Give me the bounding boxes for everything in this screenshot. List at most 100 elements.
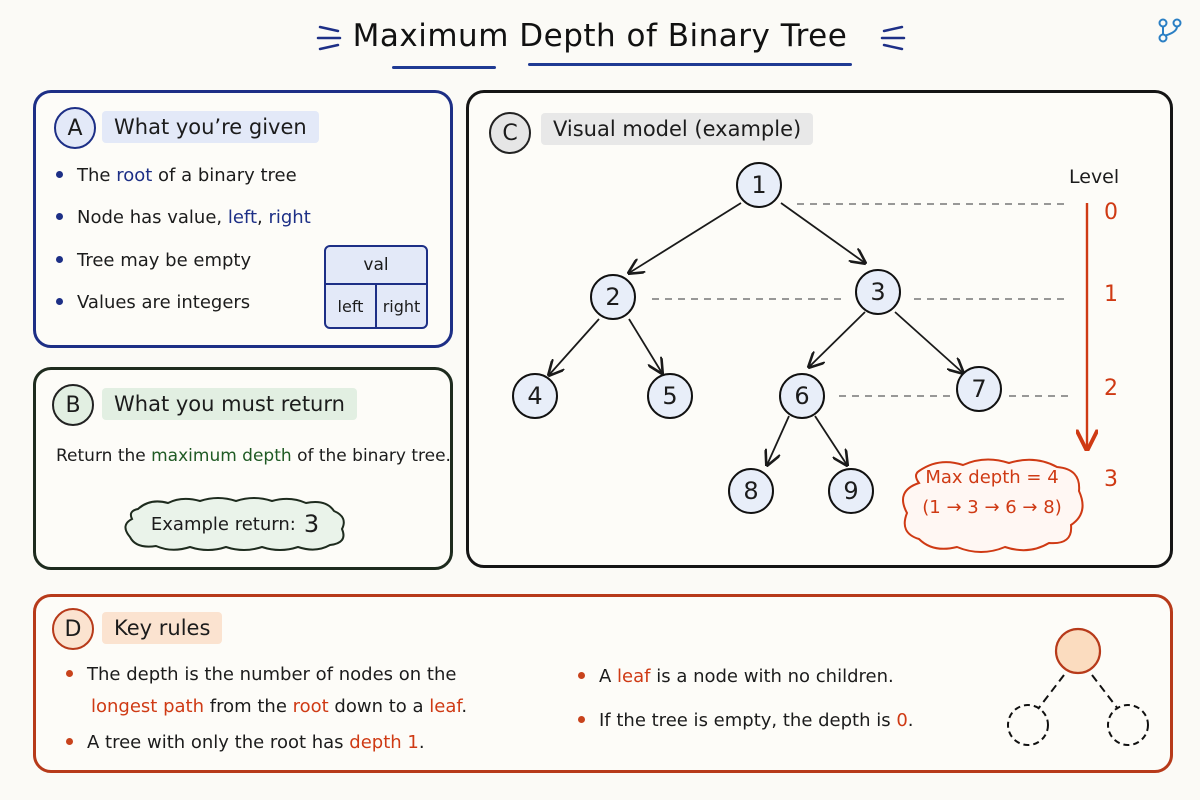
badge-b: B: [52, 384, 94, 426]
rule-leaf-definition: A leaf is a node with no children.: [578, 661, 894, 693]
level-label-2: 2: [1104, 376, 1118, 401]
panel-b-heading: What you must return: [102, 388, 357, 420]
bullet-dot: [56, 170, 63, 178]
given-item-root: The root of a binary tree: [56, 165, 297, 186]
keyword-longest-path: longest path: [91, 696, 205, 717]
max-depth-cloud-shape: [902, 458, 1084, 553]
node-val-cell: val: [326, 247, 426, 285]
text: A: [599, 666, 618, 687]
text: If the tree is empty, the depth is: [599, 710, 897, 731]
max-depth-path: (1 → 3 → 6 → 8): [922, 497, 1062, 518]
badge-c: C: [489, 112, 531, 154]
panel-a-heading: What you’re given: [102, 111, 319, 143]
tree-node-5: [647, 373, 693, 419]
text: is a node with no children.: [650, 666, 894, 687]
binary-tree-diagram: [512, 162, 1170, 553]
node-label-3: 3: [870, 278, 886, 306]
text: Node has value,: [77, 207, 228, 228]
keyword-zero: 0: [896, 710, 908, 731]
page-title: Maximum Depth of Binary Tree: [352, 18, 848, 54]
node-structure-diagram: val left right: [324, 245, 428, 329]
node-label-2: 2: [605, 283, 621, 311]
emphasis-marks-right-icon: [880, 25, 906, 51]
tree-node-6: [779, 373, 825, 419]
level-label-1: 1: [1104, 282, 1118, 307]
bullet-dot: [578, 715, 585, 723]
bullet-dot: [56, 297, 63, 305]
max-depth-note: Max depth = 4 (1 → 3 → 6 → 8): [897, 463, 1087, 547]
node-label-5: 5: [662, 382, 678, 410]
tree-nodes: [512, 162, 1002, 514]
tree-node-2: [590, 274, 636, 320]
text: from the: [204, 696, 293, 717]
bullet-dot: [66, 737, 73, 745]
text: Return the: [56, 446, 152, 466]
panel-c-heading: Visual model (example): [541, 113, 814, 145]
level-guide-lines: [652, 203, 1069, 397]
text: ,: [257, 207, 269, 228]
level-label-0: 0: [1104, 200, 1118, 225]
node-label-4: 4: [527, 382, 543, 410]
git-branch-icon[interactable]: [1156, 16, 1184, 44]
node-label-1: 1: [751, 171, 767, 199]
panel-visual-model: C Visual model (example): [466, 90, 1173, 568]
title-wrap: Maximum Depth of Binary Tree: [0, 18, 1200, 54]
text: .: [907, 710, 914, 731]
badge-a: A: [54, 107, 96, 149]
keyword-maximum-depth: maximum depth: [151, 446, 292, 466]
text: .: [418, 732, 425, 753]
tree-node-7: [956, 366, 1002, 412]
rule-depth-definition: The depth is the number of nodes on the …: [66, 659, 467, 723]
keyword-right: right: [268, 207, 311, 228]
given-item-empty: Tree may be empty: [56, 250, 251, 271]
tree-node-4: [512, 373, 558, 419]
text: down to a: [328, 696, 430, 717]
title-underline-right: [528, 63, 852, 66]
node-children-row: left right: [326, 285, 426, 327]
text: The depth is the number of nodes on the: [87, 664, 457, 685]
node-right-cell: right: [382, 296, 421, 316]
example-value: 3: [303, 510, 320, 538]
example-label: Example return:: [150, 513, 296, 535]
text: of a binary tree: [152, 165, 297, 186]
return-description: Return the maximum depth of the binary t…: [56, 446, 451, 466]
tree-node-9: [828, 468, 874, 514]
panel-given: A What you’re given The root of a binary…: [33, 90, 453, 348]
panel-d-heading: Key rules: [102, 612, 223, 644]
badge-d: D: [52, 608, 94, 650]
text: The: [77, 165, 117, 186]
bullet-dot: [56, 212, 63, 220]
missing-left-child-circle: [1007, 704, 1049, 746]
tree-node-3: [855, 269, 901, 315]
bullet-dot: [66, 669, 73, 677]
node-label-6: 6: [794, 382, 810, 410]
given-item-integers: Values are integers: [56, 292, 250, 313]
keyword-root: root: [292, 696, 329, 717]
text: .: [461, 696, 468, 717]
panel-key-rules: D Key rules The depth is the number of n…: [33, 594, 1173, 773]
keyword-depth-1: depth 1: [349, 732, 419, 753]
tree-edges: [549, 202, 963, 465]
keyword-left: left: [227, 207, 258, 228]
node-label-7: 7: [971, 375, 987, 403]
emphasis-marks-left-icon: [316, 25, 342, 51]
text: of the binary tree.: [291, 446, 451, 466]
leaf-node-circle: [1054, 627, 1102, 675]
keyword-leaf: leaf: [429, 696, 462, 717]
leaf-node-illustration: [1007, 627, 1149, 746]
node-left-cell: left: [326, 285, 377, 327]
title-underline-left: [392, 66, 496, 69]
keyword-leaf: leaf: [617, 666, 651, 687]
max-depth-line1: Max depth = 4: [925, 467, 1059, 488]
rule-root-only: A tree with only the root has depth 1.: [66, 727, 425, 759]
example-return: Example return: 3: [120, 495, 350, 553]
rule-empty-tree: If the tree is empty, the depth is 0.: [578, 705, 914, 737]
bullet-dot: [578, 671, 585, 679]
bullet-dot: [56, 255, 63, 263]
level-label-3: 3: [1104, 467, 1118, 492]
text: A tree with only the root has: [87, 732, 350, 753]
node-label-8: 8: [743, 477, 759, 505]
example-cloud-shape: [124, 497, 345, 551]
level-title: Level: [1069, 166, 1120, 188]
tree-node-1: [736, 162, 782, 208]
